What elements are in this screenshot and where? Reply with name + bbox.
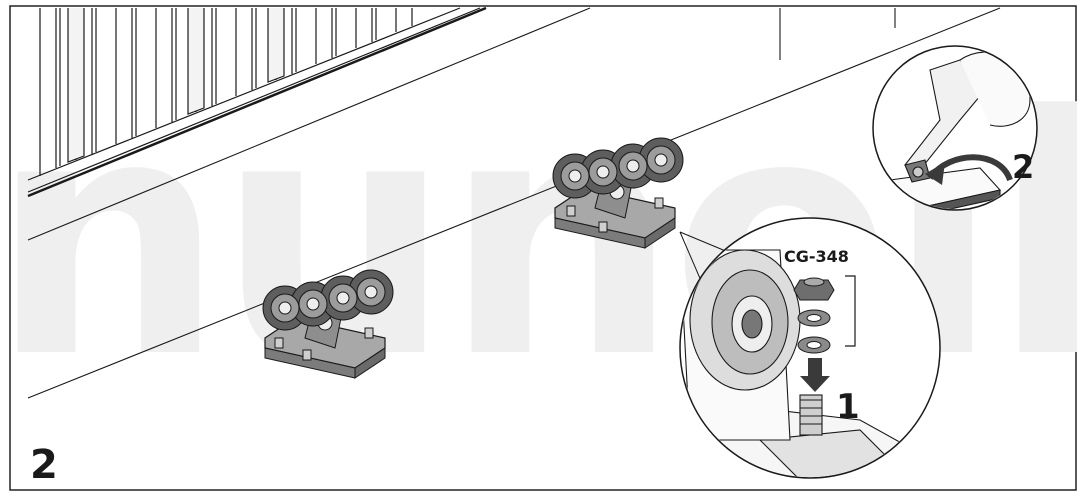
part-code-label: CG-348 — [784, 247, 849, 266]
gate-panel — [27, 6, 487, 198]
callout-number-assemble: 1 — [836, 387, 860, 427]
roller-carriage-left — [262, 269, 394, 379]
roller-carriage-center — [552, 137, 684, 249]
ground-slab — [27, 7, 1001, 399]
nut-icon — [793, 277, 835, 301]
kit-bracket — [845, 275, 856, 347]
washer-icon — [797, 309, 831, 327]
spring-washer-icon — [797, 336, 831, 354]
down-arrow-icon — [800, 358, 830, 392]
callout-number-tighten: 2 — [1012, 148, 1034, 186]
rotate-arrowhead-icon — [925, 162, 945, 185]
step-number: 2 — [30, 442, 58, 488]
